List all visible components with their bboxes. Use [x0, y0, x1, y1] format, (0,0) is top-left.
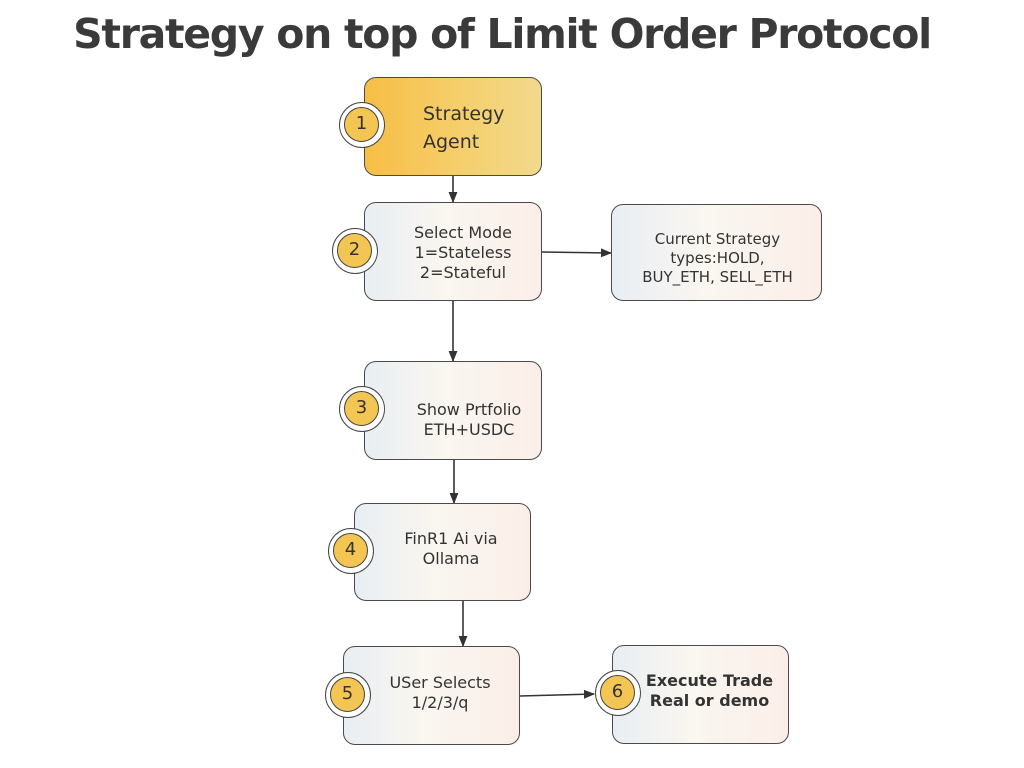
step-4-box: FinR1 Ai via Ollama [354, 503, 531, 601]
step-1-line-2: Agent [423, 131, 480, 153]
step-5-badge: 5 [325, 672, 371, 718]
step-1-number: 1 [344, 107, 379, 142]
strategy-types-line-1: Current Strategy [654, 230, 781, 248]
step-2-number: 2 [337, 233, 372, 268]
step-4-number: 4 [333, 533, 368, 568]
strategy-types-label: Current Strategy types:HOLD, BUY_ETH, SE… [624, 230, 811, 287]
step-5-line-2: 1/2/3/q [411, 693, 469, 712]
step-2-box: Select Mode 1=Stateless 2=Stateful [364, 202, 542, 301]
step-6-line-2: Real or demo [649, 691, 770, 710]
step-2-label: Select Mode 1=Stateless 2=Stateful [397, 223, 529, 283]
step-2-badge: 2 [332, 228, 378, 274]
strategy-types-line-2: types:HOLD, [670, 249, 765, 267]
step-4-badge: 4 [328, 528, 374, 574]
step-3-label: Show Prtfolio ETH+USDC [403, 400, 535, 440]
step-3-badge: 3 [339, 386, 385, 432]
step-1-box: Strategy Agent [364, 77, 542, 176]
strategy-types-box: Current Strategy types:HOLD, BUY_ETH, SE… [611, 204, 822, 301]
step-5-box: USer Selects 1/2/3/q [343, 646, 520, 745]
arrow-5-to-6 [519, 689, 596, 699]
step-1-badge: 1 [339, 102, 385, 148]
step-6-label: Execute Trade Real or demo [637, 671, 782, 711]
step-4-line-2: Ollama [422, 549, 480, 568]
step-6-badge: 6 [595, 670, 641, 716]
step-5-number: 5 [330, 677, 365, 712]
step-3-line-1: Show Prtfolio [416, 400, 522, 419]
step-3-number: 3 [344, 391, 379, 426]
step-6-line-1: Execute Trade [645, 671, 774, 690]
step-6-box: Execute Trade Real or demo [612, 645, 789, 744]
step-3-line-2: ETH+USDC [423, 420, 515, 439]
step-5-line-1: USer Selects [389, 673, 491, 692]
step-5-label: USer Selects 1/2/3/q [380, 673, 500, 713]
step-1-label: Strategy Agent [423, 100, 504, 156]
step-4-line-1: FinR1 Ai via [404, 529, 498, 548]
step-1-line-1: Strategy [423, 103, 505, 125]
diagram-title: Strategy on top of Limit Order Protocol [73, 10, 932, 58]
step-2-line-1: Select Mode [413, 223, 513, 242]
strategy-types-line-3: BUY_ETH, SELL_ETH [642, 268, 793, 286]
step-2-line-2: 1=Stateless [414, 243, 512, 262]
step-4-label: FinR1 Ai via Ollama [385, 529, 517, 569]
arrow-2-to-note [540, 248, 613, 258]
step-3-box: Show Prtfolio ETH+USDC [364, 361, 542, 460]
step-6-number: 6 [600, 675, 635, 710]
step-2-line-3: 2=Stateful [419, 263, 507, 282]
